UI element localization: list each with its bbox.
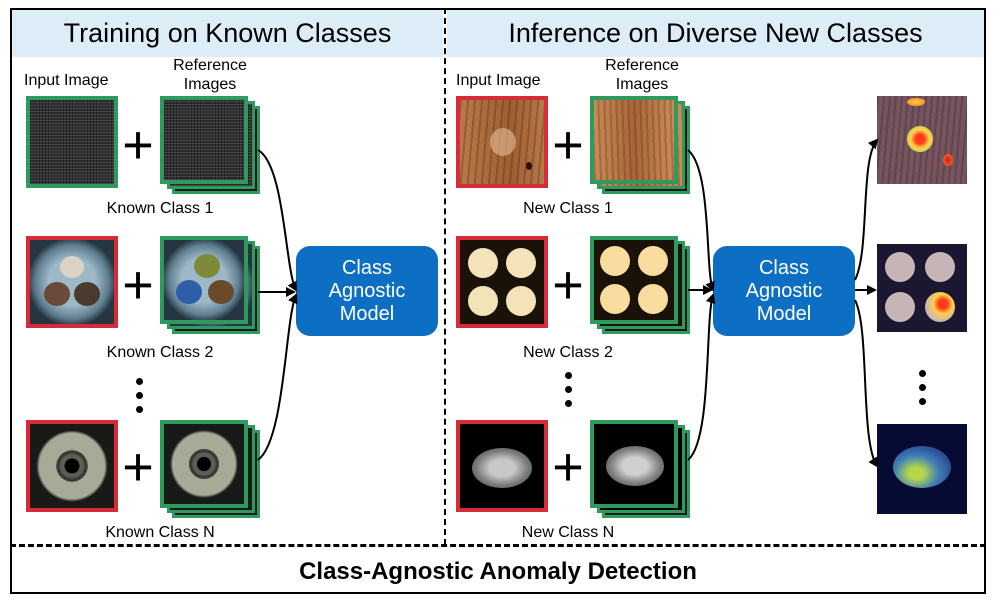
wood-knot [526,162,532,170]
known-class-2-reference-images [160,236,248,324]
pill [468,286,498,316]
brain-heat [893,446,951,488]
pill [506,248,536,278]
class-label-known-n: Known Class N [105,524,215,541]
ellipsis-dots [136,378,146,420]
cable-strand [44,282,70,306]
known-class-1-reference-images [160,96,248,184]
arrow-new-1-to-model [687,149,715,292]
pill [638,246,668,276]
cable-strand [176,280,202,304]
anomaly-heatmap-output-1 [877,96,967,184]
model-label-line1: Class [758,256,809,279]
known-class-n-reference-images [160,420,248,508]
pill [885,292,915,322]
left-class-agnostic-model: Class Agnostic Model [296,246,438,336]
pill [638,284,668,314]
model-label-line1: Class [341,256,392,279]
left-reference-label-line2: Images [183,76,237,93]
model-label-line3: Model [756,302,812,325]
class-label-new-n: New Class N [521,524,615,541]
new-class-n-input-image [456,420,548,512]
heat-spot [907,126,933,152]
left-reference-images-label: Reference Images [150,56,270,94]
new-class-1-reference-images [590,96,678,184]
cable-strand [194,254,220,278]
figure-frame [10,8,986,594]
known-class-2-input-image [26,236,118,328]
footer-divider [10,544,986,547]
brain-scan [472,448,532,488]
new-class-2-input-image [456,236,548,328]
arrow-new-n-to-model [687,293,716,461]
new-class-n-reference-images [590,420,678,508]
pill [925,252,955,282]
right-reference-label-line2: Images [615,76,669,93]
class-label-known-2: Known Class 2 [106,344,214,361]
wood-defect [490,128,516,156]
brain-scan [606,446,664,486]
model-label-line2: Agnostic [745,279,823,302]
right-reference-images-label: Reference Images [582,56,702,94]
cable-strand [74,282,100,306]
model-label-line3: Model [339,302,395,325]
new-class-2-reference-images [590,236,678,324]
plus-sign: + [552,437,584,497]
plus-sign: + [552,255,584,315]
ellipsis-dots [919,370,929,412]
model-label-line2: Agnostic [328,279,406,302]
plus-sign: + [552,115,584,175]
class-label-new-2: New Class 2 [523,344,613,361]
heat-spot [907,98,925,106]
right-input-image-label: Input Image [456,72,541,89]
pill [468,248,498,278]
footer-title: Class-Agnostic Anomaly Detection [299,558,697,585]
known-class-1-input-image [26,96,118,188]
pill [885,252,915,282]
anomaly-heatmap-output-n [877,424,967,514]
right-panel-title: Inference on Diverse New Classes [447,10,984,57]
right-reference-label-line1: Reference [605,57,679,74]
left-reference-label-line1: Reference [173,57,247,74]
new-class-1-input-image [456,96,548,188]
cable-strand [208,280,234,304]
class-label-new-1: New Class 1 [523,200,613,217]
anomaly-heatmap-output-2 [877,244,967,332]
ellipsis-dots [565,372,575,414]
left-panel-title: Training on Known Classes [12,10,443,57]
arrow-known-1-to-model [257,149,297,292]
arrow-model-to-output-n [854,299,879,468]
heat-spot [943,154,953,166]
arrow-known-n-to-model [257,293,298,461]
cable-strand [60,256,84,278]
class-label-known-1: Known Class 1 [106,200,214,217]
pill [506,286,536,316]
pill [600,246,630,276]
right-class-agnostic-model: Class Agnostic Model [713,246,855,336]
plus-sign: + [122,255,154,315]
pill-anomaly [925,292,955,322]
left-input-image-label: Input Image [24,72,109,89]
panel-divider [444,8,446,545]
plus-sign: + [122,437,154,497]
plus-sign: + [122,115,154,175]
arrow-model-to-output-1 [854,138,879,281]
pill [600,284,630,314]
known-class-n-input-image [26,420,118,512]
